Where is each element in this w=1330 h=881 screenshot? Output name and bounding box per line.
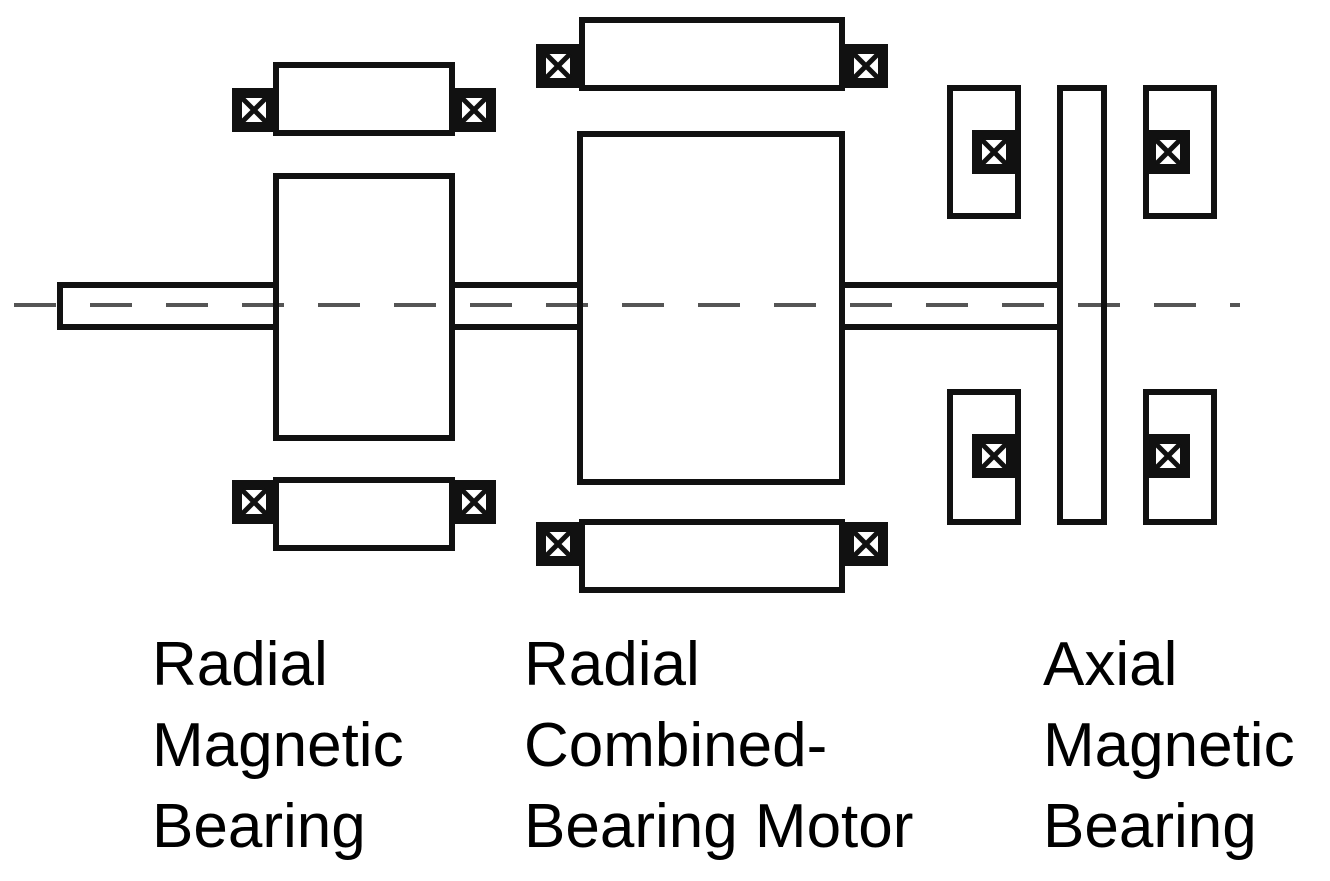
label-line: Bearing [1043,792,1257,861]
axial-thrust-disk [1057,85,1107,525]
axial-bearing-stator-top-right [1143,85,1217,219]
shaft [57,282,1060,330]
label-line: Bearing [152,792,366,861]
label-line: Magnetic [1043,711,1295,780]
motor-stator-bottom [536,519,888,593]
label-line: Radial [152,630,328,699]
radial-bearing-rotor [273,173,455,441]
motor-stator-top [536,17,888,91]
label-line: Magnetic [152,711,404,780]
label-axial-magnetic-bearing: Axial Magnetic Bearing [1043,624,1295,867]
radial-bearing-stator-top [232,62,496,136]
label-line: Combined- [524,711,828,780]
axial-bearing-stator-bottom-right [1143,389,1217,525]
motor-rotor [577,131,845,485]
axial-bearing-stator-top-left [947,85,1021,219]
label-radial-combined-bearing-motor: Radial Combined- Bearing Motor [524,624,913,867]
label-radial-magnetic-bearing: Radial Magnetic Bearing [152,624,404,867]
label-line: Radial [524,630,700,699]
radial-bearing-stator-bottom [232,477,496,551]
label-line: Bearing Motor [524,792,914,861]
axial-bearing-stator-bottom-left [947,389,1021,525]
label-line: Axial [1043,630,1178,699]
